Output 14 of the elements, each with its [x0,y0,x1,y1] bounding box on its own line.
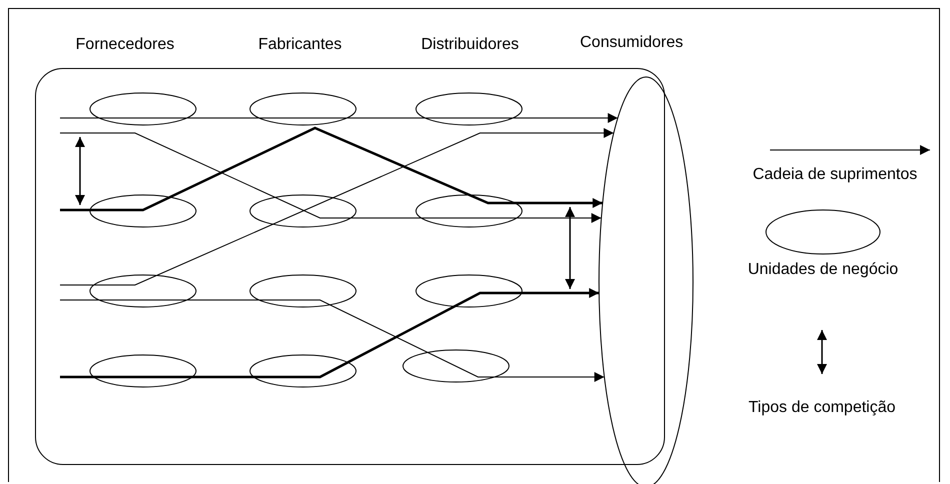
supply-chain-arrow [60,126,603,212]
legend-text: Unidades de negócio [748,261,898,279]
supply-chain-arrow [60,132,602,223]
legend-text: Tipos de competição [748,399,896,417]
supply-chain-arrow [60,113,618,123]
supply-chain-arrow [60,128,614,286]
rounded-box [35,68,665,465]
legend-text: Cadeia de suprimentos [752,166,918,184]
column-header: Fabricantes [258,36,342,54]
supply-chain-arrow [60,288,600,378]
column-header: Consumidores [580,34,684,52]
column-header: Fornecedores [76,36,174,54]
supply-chain-arrow [60,300,605,382]
column-header: Distribuidores [421,36,519,54]
